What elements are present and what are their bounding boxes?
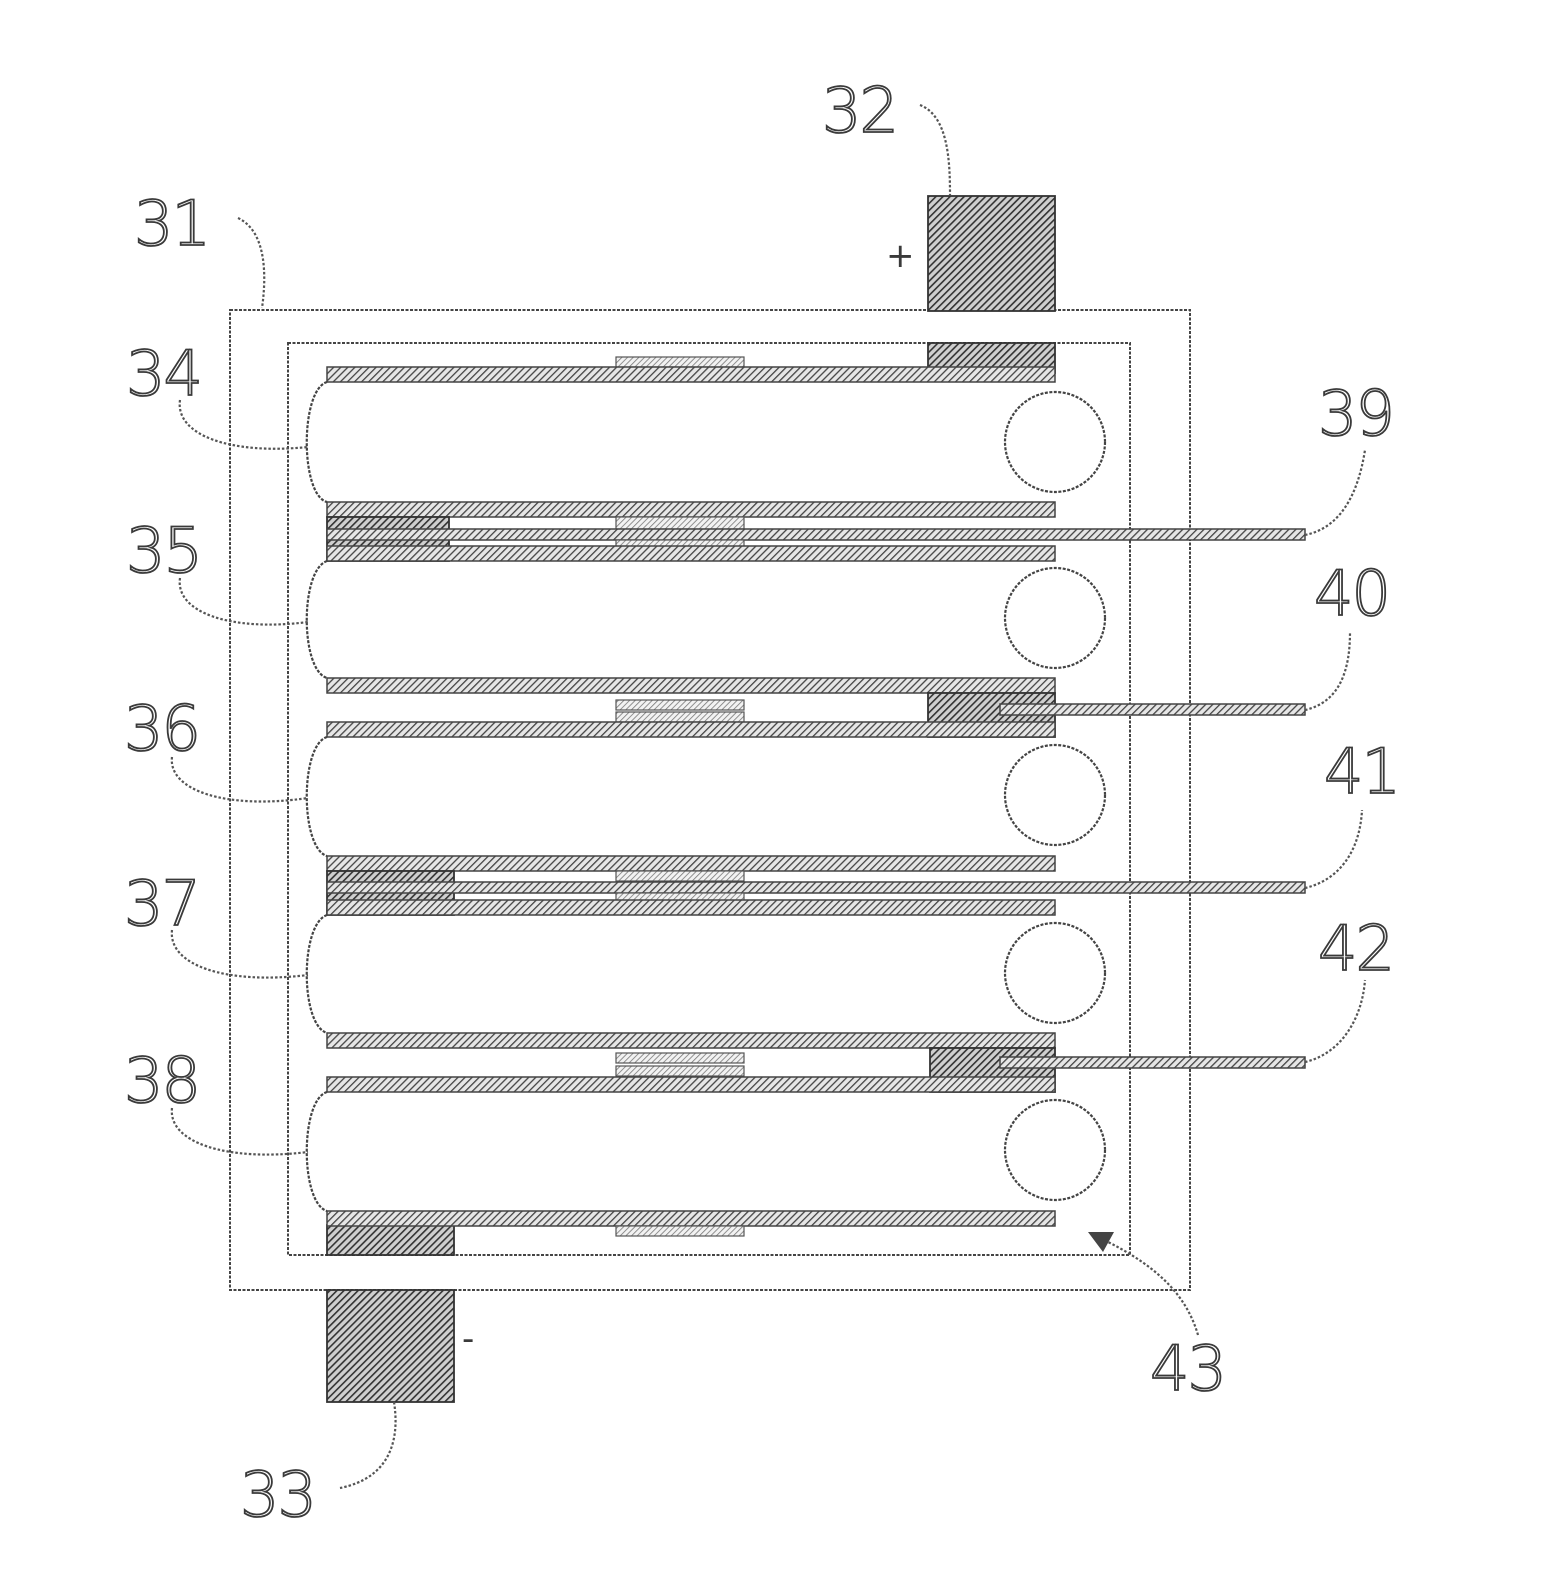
leader-41 (1305, 810, 1362, 888)
cell-36-top-plate (327, 722, 1055, 737)
interconnect-35-36-pad-upper (616, 700, 744, 710)
cell-38-bottom-pad (616, 1226, 744, 1236)
leader-39 (1305, 450, 1365, 535)
interconnect-36-37-pad-upper (616, 871, 744, 881)
cell-38-left-end (307, 1092, 327, 1211)
cell-36 (307, 722, 1105, 871)
leader-31 (238, 218, 264, 308)
leader-40 (1305, 632, 1350, 710)
cell-37 (307, 900, 1105, 1048)
cell-35-left-end (307, 561, 327, 678)
interconnect-37-38-pad-upper (616, 1053, 744, 1063)
label-40: 40 (1314, 557, 1389, 630)
label-37: 37 (124, 867, 199, 940)
cell-37-right-roll (1005, 923, 1105, 1023)
cell-38-bottom-plate (327, 1211, 1055, 1226)
label-38: 38 (124, 1044, 199, 1117)
negative-terminal-inner-tab (327, 1225, 454, 1255)
cell-37-left-end (307, 915, 327, 1033)
sense-lead-41-strip (327, 882, 1305, 893)
label-36: 36 (124, 692, 199, 765)
cell-34-left-end (307, 382, 327, 502)
cell-36-bottom-plate (327, 856, 1055, 871)
label-43: 43 (1150, 1332, 1225, 1405)
sense-lead-42-strip (1000, 1057, 1305, 1068)
sense-lead-39-strip (327, 529, 1305, 540)
cell-34-bottom-plate (327, 502, 1055, 517)
cell-35-right-roll (1005, 568, 1105, 668)
leader-32 (920, 105, 950, 195)
cell-34-top-pad (616, 357, 744, 367)
cell-35 (307, 546, 1105, 693)
leader-42 (1305, 980, 1365, 1062)
label-31: 31 (134, 187, 209, 260)
negative-terminal (327, 1290, 454, 1402)
label-39: 39 (1318, 377, 1393, 450)
outer-housing (230, 310, 1190, 1290)
cell-38 (307, 1077, 1105, 1236)
inner-casing (288, 343, 1130, 1255)
label-42: 42 (1318, 912, 1393, 985)
cell-37-top-plate (327, 900, 1055, 915)
positive-sign: + (886, 236, 915, 276)
leader-33 (340, 1402, 396, 1488)
cell-37-bottom-plate (327, 1033, 1055, 1048)
label-32: 32 (822, 74, 897, 147)
cell-38-top-plate (327, 1077, 1055, 1092)
cell-34-top-plate (327, 367, 1055, 382)
label-34: 34 (126, 337, 201, 410)
leader-43 (1100, 1238, 1198, 1335)
cell-36-right-roll (1005, 745, 1105, 845)
cell-34-right-roll (1005, 392, 1105, 492)
label-41: 41 (1324, 735, 1399, 808)
cell-36-left-end (307, 737, 327, 856)
positive-terminal (928, 196, 1055, 311)
cell-35-bottom-plate (327, 678, 1055, 693)
label-33: 33 (240, 1458, 315, 1531)
label-35: 35 (126, 514, 201, 587)
interconnect-35-36-pad-lower (616, 712, 744, 722)
cell-38-right-roll (1005, 1100, 1105, 1200)
cell-35-top-plate (327, 546, 1055, 561)
sense-lead-40-strip (1000, 704, 1305, 715)
interconnect-34-35-pad-upper (616, 517, 744, 529)
interconnect-37-38-pad-lower (616, 1066, 744, 1076)
cell-34 (307, 357, 1105, 517)
negative-sign: - (462, 1319, 474, 1359)
